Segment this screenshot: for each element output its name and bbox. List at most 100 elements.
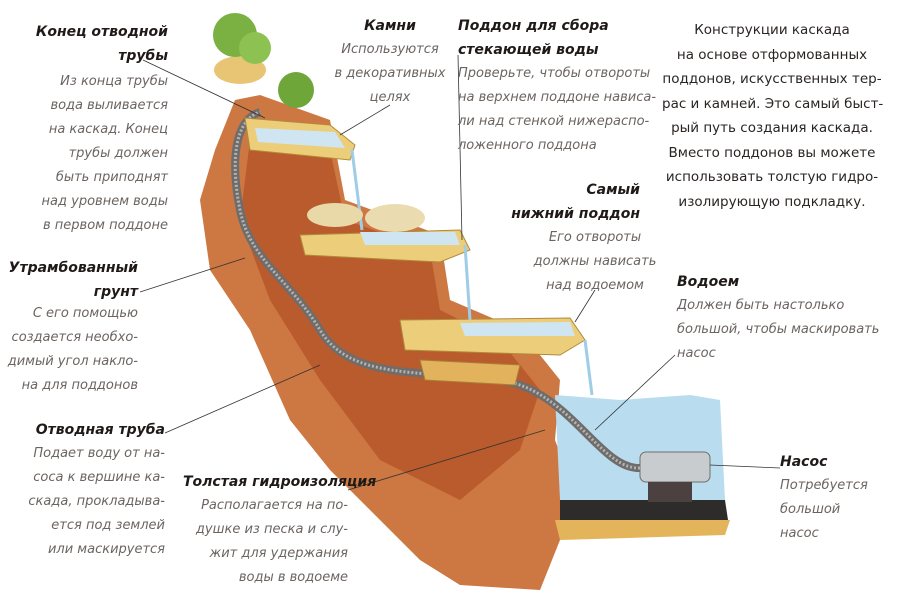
intro-paragraph: Конструкции каскада на основе отформованн… <box>662 18 883 214</box>
label-lowest-tray-desc: Его отвороты должны нависать над водоемом <box>530 226 660 298</box>
label-pump-title: Насос <box>780 450 827 474</box>
label-compacted-soil-desc: С его помощью создается необхо-димый угол… <box>8 302 138 398</box>
desc-line: Потребуется <box>780 478 868 493</box>
intro-line: поддонов, искусственных тер- <box>662 71 882 87</box>
desc-line: С его помощью <box>32 306 138 321</box>
leader-line-pond <box>594 354 676 431</box>
label-pipe-end-title-line: Конец отводной <box>35 24 168 40</box>
desc-line: ли над стенкой нижераспо- <box>458 114 650 129</box>
leader-line-tray <box>457 54 463 241</box>
title-line: Насос <box>780 454 828 470</box>
label-lowest-tray-title: Самый нижний поддон <box>511 178 640 226</box>
leader-line-outlet-pipe <box>164 364 321 434</box>
tray-water <box>255 128 594 396</box>
desc-line: на верхнем поддоне нависа- <box>458 90 657 105</box>
leader-line-liner <box>347 429 546 491</box>
desc-line: Из конца трубы <box>60 74 168 89</box>
desc-line: Проверьте, чтобы отвороты <box>458 66 651 81</box>
desc-line: Располагается на по- <box>201 498 348 513</box>
tray-water-middle <box>360 232 460 245</box>
desc-line: жит для удержания <box>209 546 349 561</box>
leader-lines <box>139 54 781 491</box>
tray-water-top <box>255 128 345 148</box>
plants <box>213 13 314 108</box>
leader-line-compacted-soil <box>139 257 246 293</box>
label-liner-desc: Располагается на по-душке из песка и слу… <box>196 494 348 590</box>
desc-line: большой, чтобы маскировать <box>677 322 880 337</box>
desc-line: насос <box>780 526 819 541</box>
title-line: стекающей воды <box>458 42 599 58</box>
title-line: Камни <box>364 18 416 34</box>
desc-line: насос <box>677 346 716 361</box>
label-tray-title: Поддон для сбора стекающей воды <box>458 14 609 62</box>
title-line: Самый <box>586 182 640 198</box>
title-line: Утрамбованный <box>8 260 138 276</box>
label-liner-title: Толстая гидроизоляция <box>183 470 376 494</box>
label-pond-title: Водоем <box>677 270 739 294</box>
terrace-slab <box>419 359 521 386</box>
desc-line: димый угол накло- <box>7 354 138 369</box>
leader-line-stones <box>339 104 391 136</box>
desc-line: соса к вершине ка- <box>33 470 165 485</box>
leader-line-lowest-tray <box>574 289 596 323</box>
intro-line: Конструкции каскада <box>694 22 850 38</box>
desc-line: большой <box>780 502 841 517</box>
waterfall-2 <box>463 244 472 321</box>
desc-line: над уровнем воды <box>41 194 168 209</box>
desc-line: Его отвороты <box>548 230 642 245</box>
plant <box>278 72 314 108</box>
pond-liner <box>560 500 728 520</box>
intro-line: использовать толстую гидро- <box>665 169 879 185</box>
intro-line: рый путь создания каскада. <box>671 120 873 136</box>
title-line: Отводная труба <box>35 422 165 438</box>
desc-line: целях <box>369 90 411 105</box>
label-pond-desc: Должен быть настолько большой, чтобы маск… <box>677 294 879 366</box>
tray-water-lowest <box>460 322 575 336</box>
desc-line: вода выливается <box>50 98 168 113</box>
desc-line: воды в водоеме <box>238 570 348 585</box>
desc-line: душке из песка и слу- <box>195 522 348 537</box>
sand-bed <box>555 520 730 540</box>
desc-line: Подает воду от на- <box>33 446 165 461</box>
label-stones-title: Камни <box>340 14 440 38</box>
desc-line: в декоративных <box>334 66 446 81</box>
leader-line-pump <box>709 464 781 469</box>
desc-line: в первом поддоне <box>43 218 168 233</box>
title-line: Водоем <box>677 274 740 290</box>
label-pipe-end-title: Конец отводной трубы <box>36 20 168 68</box>
intro-line: изолирующую подкладку. <box>678 193 866 210</box>
intro-line: на основе отформованных <box>676 46 868 63</box>
desc-line: должны нависать <box>533 254 657 269</box>
desc-line: над водоемом <box>546 278 644 293</box>
pump-base <box>648 482 692 502</box>
title-line: Толстая гидроизоляция <box>183 474 377 490</box>
intro-line: Вместо поддонов вы можете <box>668 144 876 161</box>
label-outlet-pipe-desc: Подает воду от на-соса к вершине ка-скад… <box>28 442 165 562</box>
desc-line: трубы должен <box>68 146 168 161</box>
label-pipe-end-title-line: трубы <box>118 48 168 64</box>
desc-line: скада, прокладыва- <box>28 494 165 509</box>
desc-line: ется под землей <box>51 518 165 533</box>
desc-line: Должен быть настолько <box>677 298 845 313</box>
desc-line: на для поддонов <box>21 378 138 393</box>
stone <box>365 204 425 232</box>
waterfall-3 <box>583 339 594 396</box>
desc-line: создается необхо- <box>11 330 138 345</box>
desc-line: или маскируется <box>47 542 165 557</box>
title-line: Поддон для сбора <box>458 18 609 34</box>
label-tray-desc: Проверьте, чтобы отвороты на верхнем подд… <box>458 62 656 158</box>
soil-dark <box>240 140 540 500</box>
pump-body <box>639 451 711 483</box>
outlet-pipe-ribbing <box>233 110 641 470</box>
title-line: нижний поддон <box>511 206 640 222</box>
stones <box>214 56 425 232</box>
stone <box>307 203 363 227</box>
pond-water <box>555 395 725 505</box>
label-pump-desc: Потребуется большой насос <box>780 474 868 546</box>
plant <box>239 32 271 64</box>
